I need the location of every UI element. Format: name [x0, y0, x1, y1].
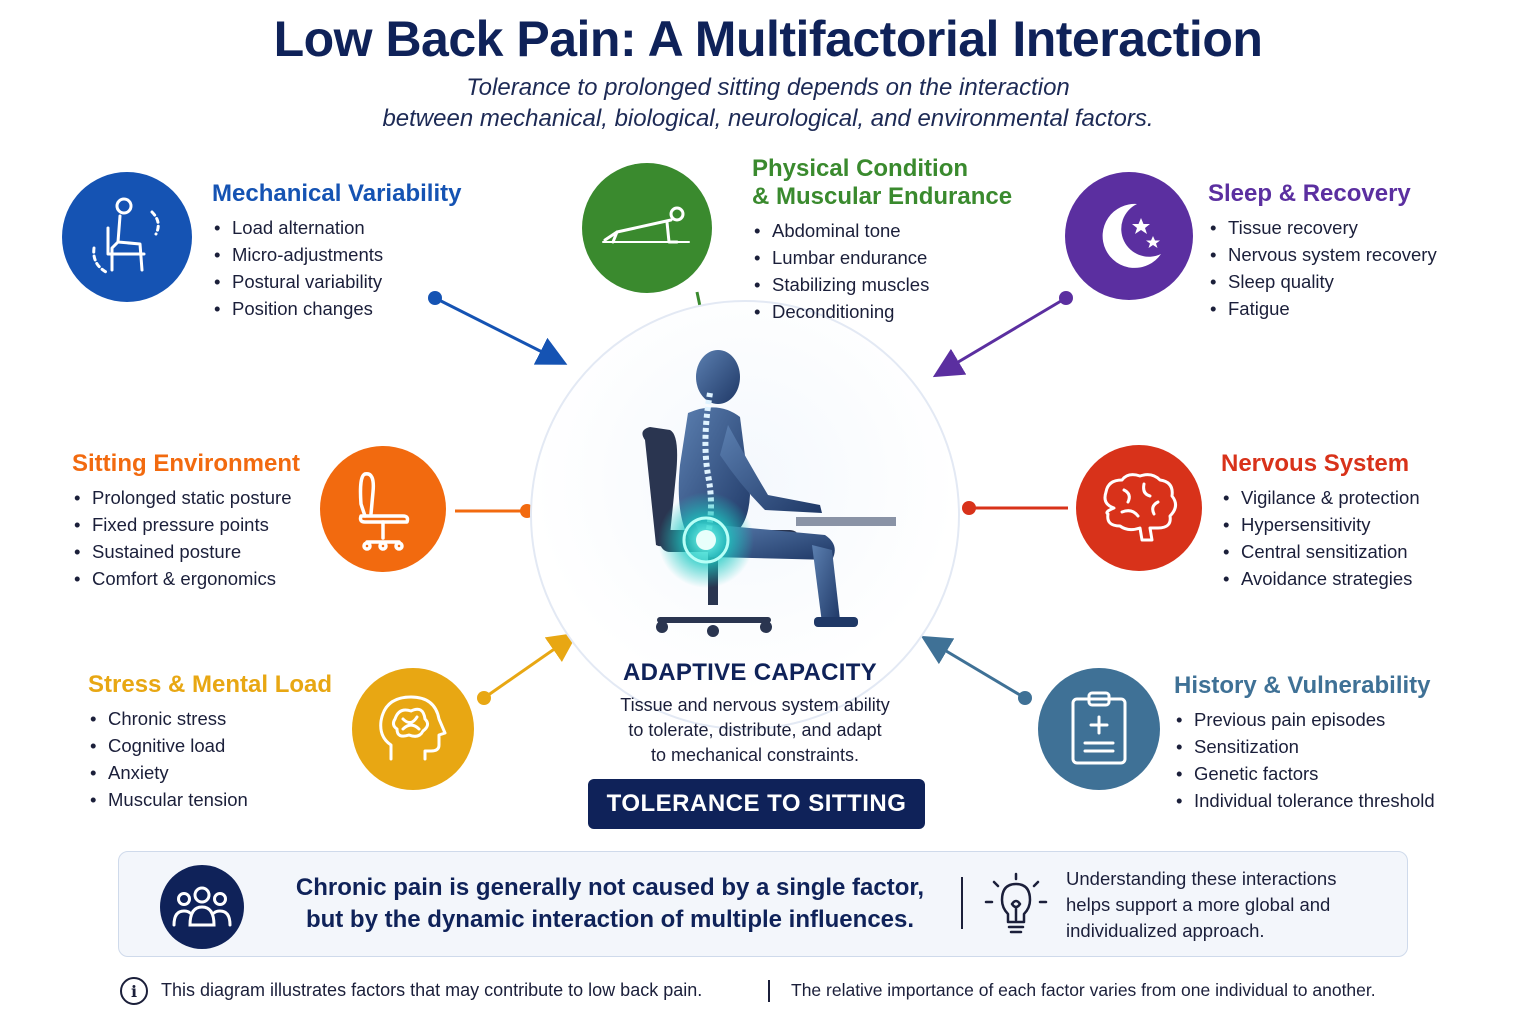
factor-history-vulnerability: History & Vulnerability Previous pain ep…: [1174, 672, 1435, 814]
adaptive-capacity-title: ADAPTIVE CAPACITY: [622, 659, 877, 686]
people-group-icon: [160, 865, 244, 949]
list-item: Postural variability: [212, 268, 461, 295]
info-icon: i: [120, 977, 148, 1005]
factor-title-line-1: Physical Condition: [752, 155, 969, 182]
list-item: Micro-adjustments: [212, 241, 461, 268]
summary-divider: [961, 877, 963, 929]
list-item: Comfort & ergonomics: [72, 565, 300, 592]
list-item: Avoidance strategies: [1221, 565, 1420, 592]
lightbulb-icon: [984, 872, 1048, 934]
factor-sleep-recovery: Sleep & Recovery Tissue recovery Nervous…: [1208, 180, 1437, 322]
list-item: Sustained posture: [72, 538, 300, 565]
adaptive-desc-line-1: Tissue and nervous system ability: [620, 695, 890, 715]
list-item: Vigilance & protection: [1221, 484, 1420, 511]
list-item: Sensitization: [1174, 733, 1435, 760]
list-item: Stabilizing muscles: [752, 271, 1012, 298]
factor-title: Sleep & Recovery: [1208, 180, 1411, 207]
moon-stars-icon: [1065, 172, 1193, 300]
tolerance-to-sitting-label: TOLERANCE TO SITTING: [588, 779, 925, 829]
footnote-2: The relative importance of each factor v…: [791, 980, 1376, 1000]
factor-title-line-2: & Muscular Endurance: [752, 183, 1013, 210]
list-item: Genetic factors: [1174, 760, 1435, 787]
tip-line-2: helps support a more global and: [1066, 894, 1331, 915]
factor-title: Mechanical Variability: [212, 180, 462, 207]
list-item: Hypersensitivity: [1221, 511, 1420, 538]
factor-mechanical-variability: Mechanical Variability Load alternation …: [212, 180, 461, 322]
connector-nervous: [962, 501, 1068, 515]
footnote-1: This diagram illustrates factors that ma…: [161, 980, 703, 1000]
list-item: Abdominal tone: [752, 217, 1012, 244]
factor-nervous-system: Nervous System Vigilance & protection Hy…: [1221, 450, 1420, 592]
brain-icon: [1076, 445, 1202, 571]
summary-panel: [118, 851, 1408, 957]
subtitle-line-2: between mechanical, biological, neurolog…: [382, 105, 1154, 132]
list-item: Cognitive load: [88, 732, 332, 759]
factor-physical-condition: Physical Condition & Muscular Endurance …: [752, 155, 1012, 325]
list-item: Previous pain episodes: [1174, 706, 1435, 733]
connector-environment: [455, 504, 534, 518]
page-title: Low Back Pain: A Multifactorial Interact…: [273, 11, 1263, 67]
list-item: Central sensitization: [1221, 538, 1420, 565]
subtitle-line-1: Tolerance to prolonged sitting depends o…: [466, 74, 1070, 101]
clipboard-medical-icon: [1038, 668, 1160, 790]
head-tangle-icon: [352, 668, 474, 790]
adaptive-desc-line-3: to mechanical constraints.: [650, 745, 860, 765]
list-item: Load alternation: [212, 214, 461, 241]
list-item: Fatigue: [1208, 295, 1437, 322]
list-item: Lumbar endurance: [752, 244, 1012, 271]
seated-human-spine-icon: [642, 350, 896, 637]
list-item: Deconditioning: [752, 298, 1012, 325]
factor-sitting-environment: Sitting Environment Prolonged static pos…: [72, 450, 300, 592]
list-item: Sleep quality: [1208, 268, 1437, 295]
factor-title: Stress & Mental Load: [88, 671, 333, 698]
factor-stress-mental-load: Stress & Mental Load Chronic stress Cogn…: [88, 671, 332, 813]
list-item: Muscular tension: [88, 786, 332, 813]
plank-exercise-icon: [582, 163, 712, 293]
tip-line-1: Understanding these interactions: [1066, 868, 1337, 889]
summary-message-line-2: but by the dynamic interaction of multip…: [305, 906, 915, 933]
factor-title: Nervous System: [1221, 450, 1410, 477]
tip-line-3: individualized approach.: [1066, 920, 1265, 941]
footnote-divider: [768, 980, 770, 1002]
list-item: Position changes: [212, 295, 461, 322]
list-item: Prolonged static posture: [72, 484, 300, 511]
list-item: Individual tolerance threshold: [1174, 787, 1435, 814]
list-item: Nervous system recovery: [1208, 241, 1437, 268]
summary-message-line-1: Chronic pain is generally not caused by …: [295, 874, 925, 901]
adaptive-desc-line-2: to tolerate, distribute, and adapt: [628, 720, 882, 740]
list-item: Fixed pressure points: [72, 511, 300, 538]
factor-title: History & Vulnerability: [1174, 672, 1431, 699]
list-item: Tissue recovery: [1208, 214, 1437, 241]
list-item: Chronic stress: [88, 705, 332, 732]
sitting-person-icon: [62, 172, 192, 302]
factor-title: Sitting Environment: [72, 450, 300, 477]
office-chair-icon: [320, 446, 446, 572]
list-item: Anxiety: [88, 759, 332, 786]
